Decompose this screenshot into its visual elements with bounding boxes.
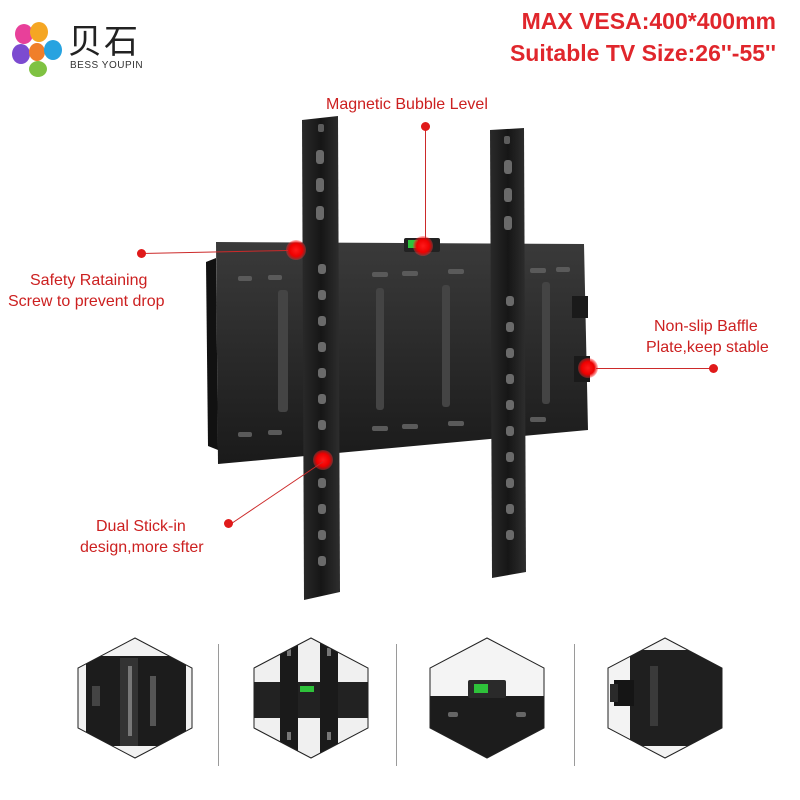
- thumbnail-divider-2: [396, 644, 397, 766]
- vesa-spec: MAX VESA:400*400mm: [521, 8, 776, 34]
- safety-screw-label-line2: Screw to prevent drop: [8, 293, 165, 310]
- side-plate-detail-thumbnail: [77, 637, 193, 759]
- thumbnail-divider-3: [574, 644, 575, 766]
- baffle-plate-hotspot: [578, 358, 598, 378]
- baffle-plate-label-line1: Non-slip Baffle: [654, 318, 758, 335]
- dual-stick-in-detail-thumbnail: [253, 637, 369, 759]
- baffle-plate-endpoint: [709, 364, 718, 373]
- bubble-level-label: Magnetic Bubble Level: [326, 96, 488, 113]
- baffle-plate-label-line2: Plate,keep stable: [646, 339, 769, 356]
- safety-screw-label: Safety Rataining Screw to prevent drop: [8, 270, 165, 312]
- stick-in-endpoint: [224, 519, 233, 528]
- safety-screw-hotspot: [286, 240, 306, 260]
- bubble-level-hotspot: [413, 236, 433, 256]
- brand-name-en: BESS YOUPIN: [70, 60, 144, 71]
- bubble-level-detail-thumbnail: [429, 637, 545, 759]
- baffle-plate-leader: [596, 368, 714, 369]
- safety-screw-endpoint: [137, 249, 146, 258]
- safety-screw-label-line1: Safety Rataining: [30, 272, 148, 289]
- tv-size-spec: Suitable TV Size:26''-55'': [509, 40, 776, 66]
- baffle-plate-detail-thumbnail: [607, 637, 723, 759]
- stick-in-label-line2: design,more sfter: [80, 539, 204, 556]
- bubble-level-leader: [425, 130, 426, 238]
- brand-name-cn: 贝石: [68, 22, 140, 62]
- thumbnail-divider-1: [218, 644, 219, 766]
- brand-logo-icon: [12, 22, 62, 77]
- stick-in-label-line1: Dual Stick-in: [96, 518, 186, 535]
- bubble-level-endpoint: [421, 122, 430, 131]
- stick-in-label: Dual Stick-in design,more sfter: [80, 516, 204, 558]
- baffle-plate-label: Non-slip Baffle Plate,keep stable: [646, 316, 769, 358]
- tv-wall-mount-bracket: [206, 116, 590, 600]
